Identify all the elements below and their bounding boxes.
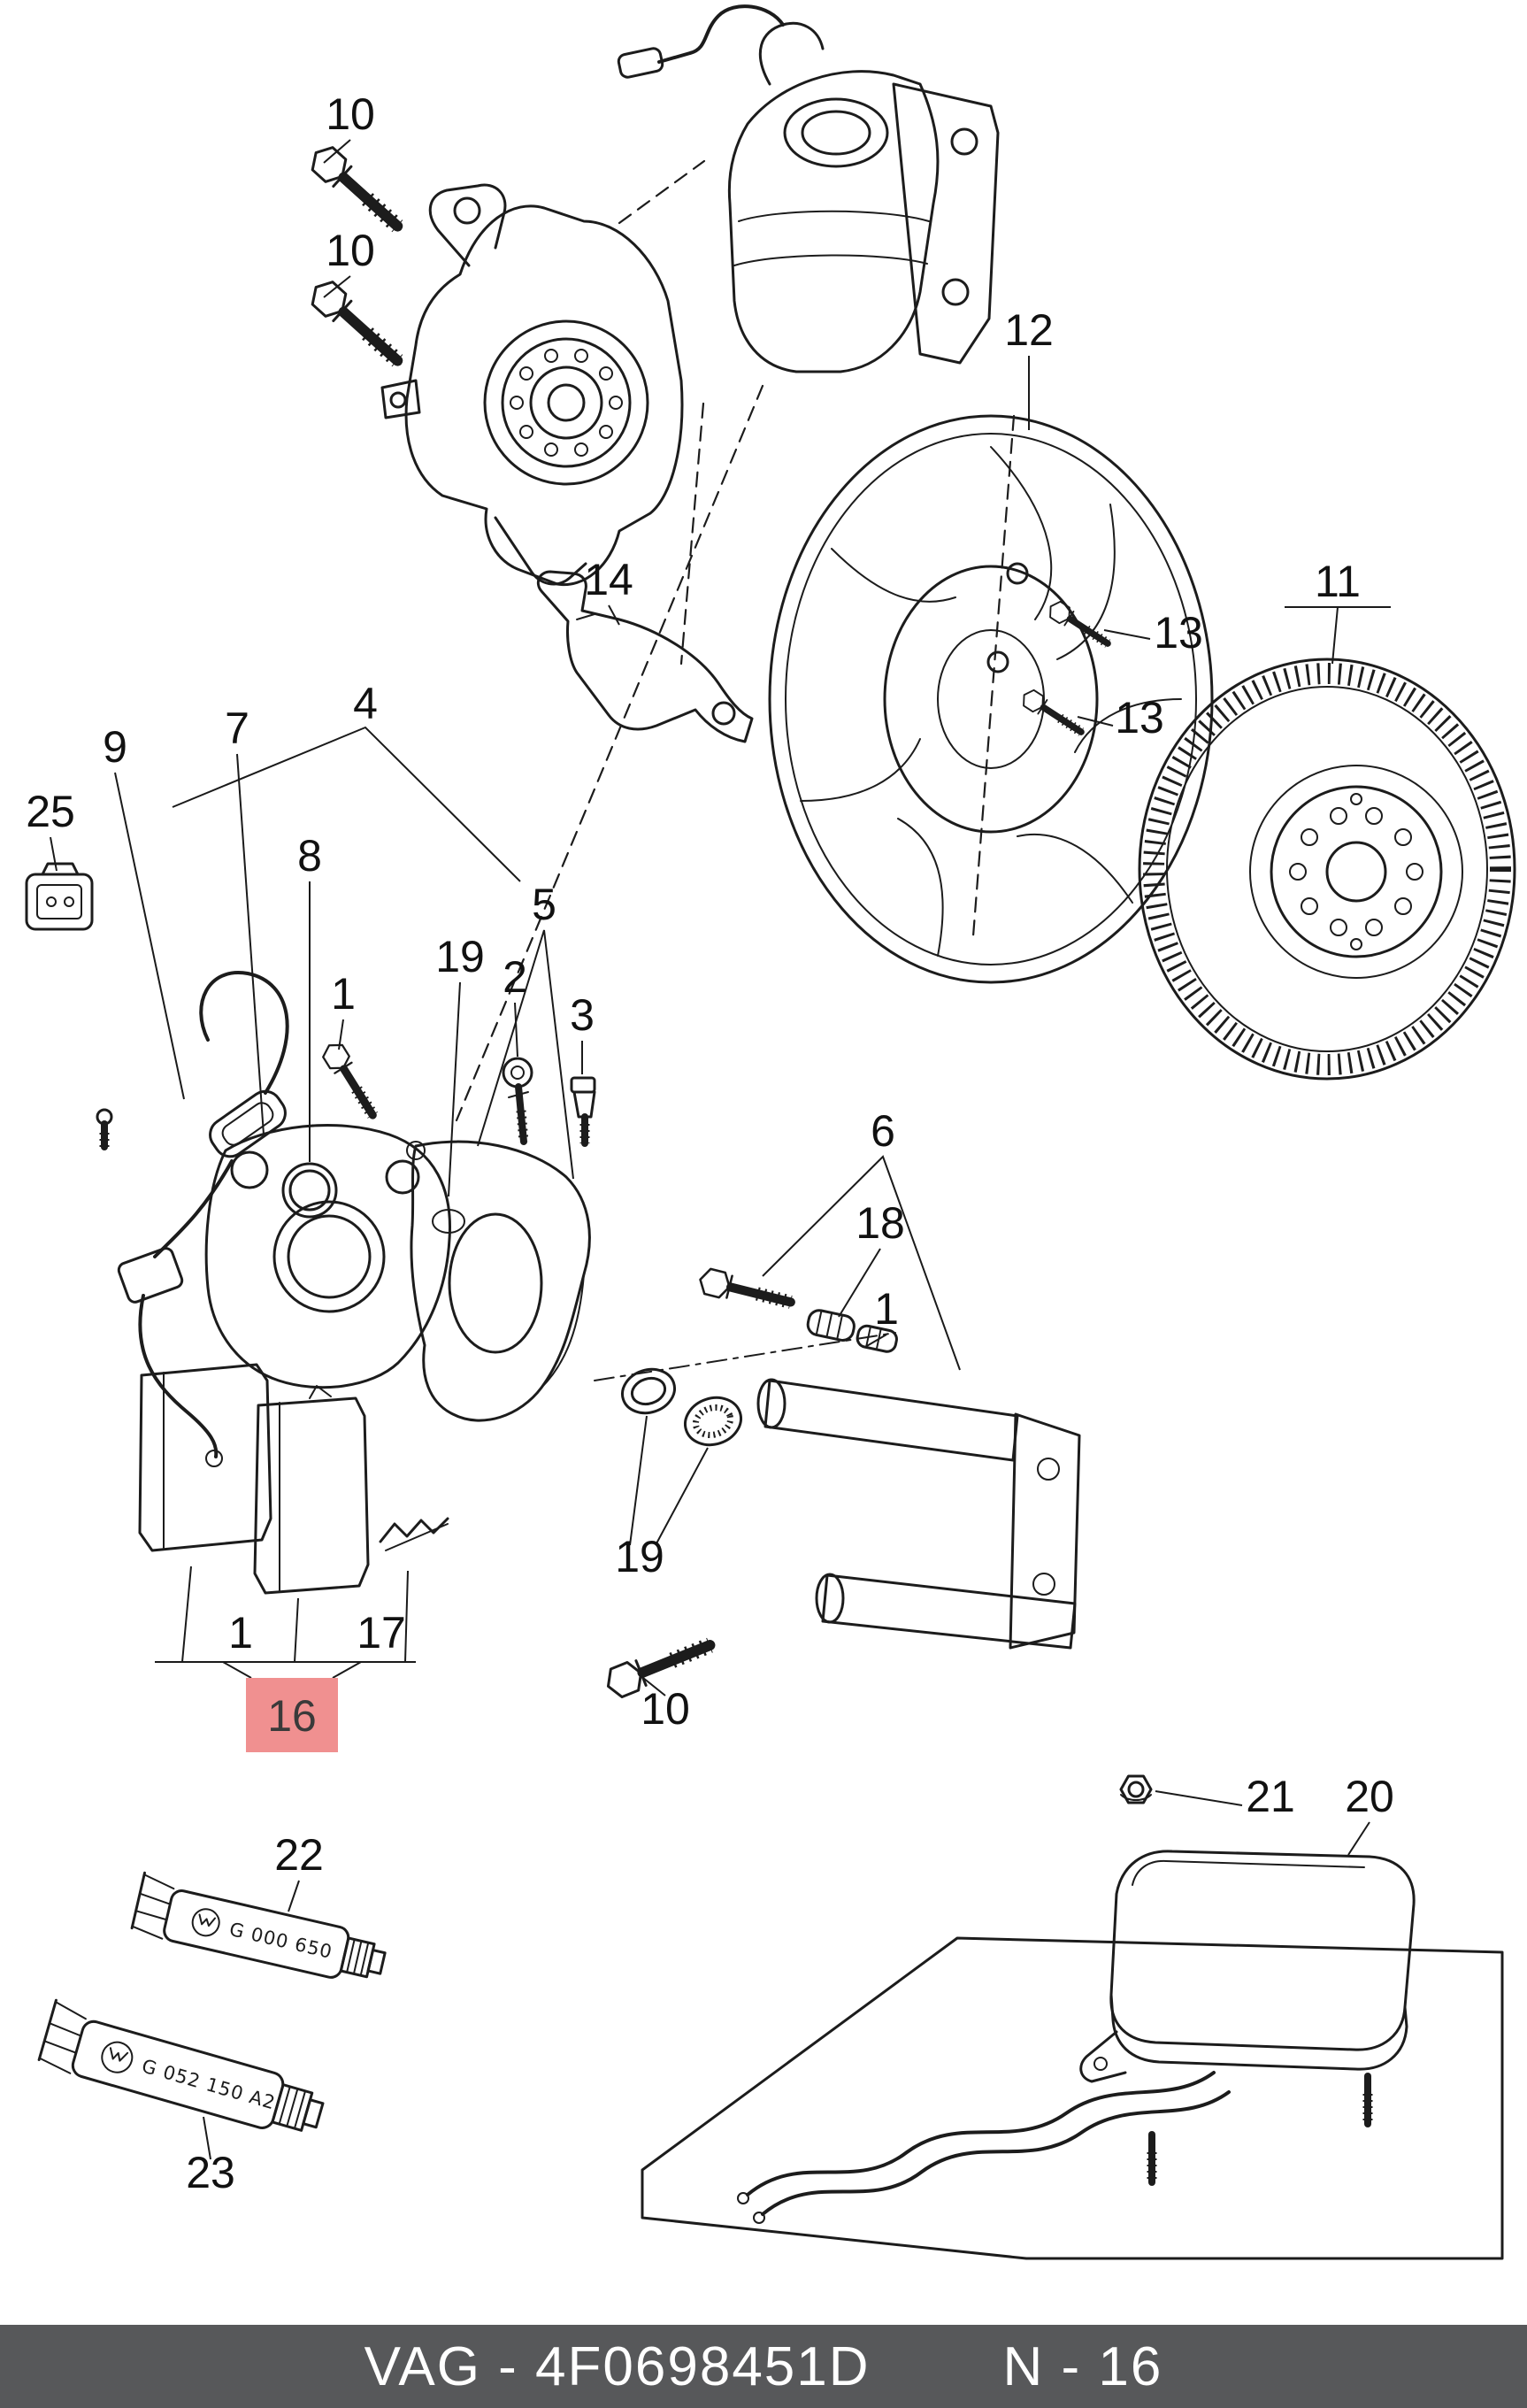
callout-label-highlighted[interactable]: 16 [267,1691,317,1741]
brake-pad-outer-drawing [253,1385,370,1595]
callout-knuckle-bolt-lower[interactable]: 10 [323,226,375,298]
callout-brake-pads[interactable]: 1 [228,1608,253,1658]
callout-flange-nut[interactable]: 21 [1155,1772,1295,1821]
splash-shield-drawing [768,414,1214,984]
grease-tube-small-drawing: G 000 650 [130,1871,387,1979]
callout-label[interactable]: 19 [615,1532,664,1581]
callout-seal-kit-upper[interactable]: 19 [435,932,485,1197]
callout-label[interactable]: 21 [1246,1772,1295,1821]
pad-carrier-drawing [410,1140,591,1422]
wear-sensor-drawing [96,971,289,1458]
callout-housing-bolt[interactable]: 1 [331,969,356,1050]
callout-label[interactable]: 14 [584,555,633,604]
callout-shield-bolt-lower[interactable]: 13 [1077,693,1164,742]
caliper-housing-drawing [204,1124,451,1389]
brake-caliper-drawing [617,4,1000,373]
callout-layer: 10 10 12 13 13 11 14 4 [26,89,1394,2197]
callout-label[interactable]: 5 [532,880,556,929]
callout-brake-disc[interactable]: 11 [1285,557,1391,665]
callout-label[interactable]: 23 [186,2148,235,2197]
callout-label[interactable]: 20 [1345,1772,1394,1821]
callout-label[interactable]: 10 [326,226,375,275]
callout-control-unit[interactable]: 20 [1345,1772,1394,1856]
callout-caliper-assembly[interactable]: 4 [172,679,521,882]
callout-sensor-connector[interactable]: 25 [26,787,75,872]
callout-caliper-housing[interactable]: 7 [225,704,265,1135]
footer-page-ref: N - 16 [1002,2335,1163,2397]
callout-label[interactable]: 1 [874,1284,899,1334]
callout-grease-tube-small[interactable]: 22 [274,1830,324,1912]
callout-label[interactable]: 11 [1315,557,1361,606]
carrier-assembly-drawing [756,1378,1081,1650]
callout-guide-pin-bolt[interactable]: 1 [864,1284,899,1348]
guide-screw-drawing [502,1057,533,1145]
callout-label[interactable]: 10 [641,1684,690,1734]
callout-label[interactable]: 7 [225,704,249,753]
callout-label[interactable]: 1 [331,969,356,1019]
callout-seal-ring[interactable]: 8 [297,831,322,1162]
callout-carrier-assembly[interactable]: 6 [762,1106,961,1371]
hex-bolt-13-upper-drawing [1046,598,1113,651]
callout-retaining-bracket[interactable]: 14 [584,555,633,626]
hex-bolt-10-upper-drawing [306,142,408,237]
callout-shield-bolt-upper[interactable]: 13 [1103,608,1203,658]
callout-label[interactable]: 12 [1004,305,1054,355]
callout-seal-kit-lower[interactable]: 19 [615,1415,709,1581]
callout-wear-sensor[interactable]: 9 [103,722,185,1100]
footer-catalog-code: VAG - 4F0698451D [364,2335,871,2397]
seal-ring-drawing [281,1162,338,1219]
mounting-panel-drawing [641,1936,1504,2260]
callout-label[interactable]: 17 [357,1608,406,1658]
callout-label[interactable]: 9 [103,722,127,772]
highlight-box [246,1678,338,1752]
diagram-line-art: G 000 650 G 052 150 A2 [25,4,1516,2260]
steering-knuckle-drawing [380,183,684,587]
hex-bolt-1-housing-drawing [319,1040,382,1121]
pad-set-bracket [155,1566,416,1679]
callout-label[interactable]: 25 [26,787,75,836]
callout-label[interactable]: 6 [871,1106,895,1156]
callout-label[interactable]: 18 [856,1198,905,1248]
callout-label[interactable]: 19 [435,932,485,981]
hex-bolt-1-guide-pin-drawing [697,1267,794,1315]
construction-lines [455,159,1016,1381]
seal-rings-lower-drawing [621,1367,742,1447]
callout-label[interactable]: 13 [1115,693,1164,742]
callout-grease-tube-large[interactable]: 23 [186,2116,235,2197]
brake-disc-drawing [1138,658,1516,1081]
guide-sleeves-drawing [806,1309,898,1353]
retaining-bracket-drawing [536,570,754,743]
callout-guide-sleeves[interactable]: 18 [838,1198,905,1318]
callout-knuckle-bolt-upper[interactable]: 10 [323,89,375,164]
bleeder-valve-drawing [570,1076,596,1147]
hub-stud-holes [510,349,623,457]
callout-label[interactable]: 10 [326,89,375,139]
callout-label[interactable]: 13 [1154,608,1203,658]
callout-label[interactable]: 1 [228,1608,253,1658]
control-unit-drawing [1079,1850,1416,2186]
callout-label[interactable]: 8 [297,831,322,881]
retaining-spring-drawing [379,1517,449,1551]
callout-label[interactable]: 22 [274,1830,324,1880]
flange-nut-drawing [1119,1774,1153,1804]
brake-pad-inner-drawing [138,1363,272,1552]
callout-pad-set-highlighted[interactable]: 16 [246,1678,338,1752]
callout-label[interactable]: 3 [570,990,595,1040]
callout-retaining-spring[interactable]: 17 [357,1608,406,1658]
hex-bolt-10-lower-drawing [306,276,408,372]
tube-print-large: G 052 150 A2 [140,2055,279,2113]
callout-pad-carrier[interactable]: 5 [477,880,574,1180]
grease-tube-large-drawing: G 052 150 A2 [37,1998,325,2132]
callout-guide-screw[interactable]: 2 [503,952,527,1058]
callout-carrier-bolt[interactable]: 10 [638,1673,690,1734]
callout-bleeder-valve[interactable]: 3 [570,990,595,1074]
footer-bar: VAG - 4F0698451D N - 16 [0,2325,1527,2408]
hex-bolt-13-lower-drawing [1019,687,1086,740]
sensor-connector-drawing [25,862,94,931]
callout-label[interactable]: 4 [353,679,378,728]
callout-label[interactable]: 2 [503,952,527,1002]
callout-splash-shield[interactable]: 12 [1004,305,1054,430]
disc-bolt-holes [1289,793,1423,950]
